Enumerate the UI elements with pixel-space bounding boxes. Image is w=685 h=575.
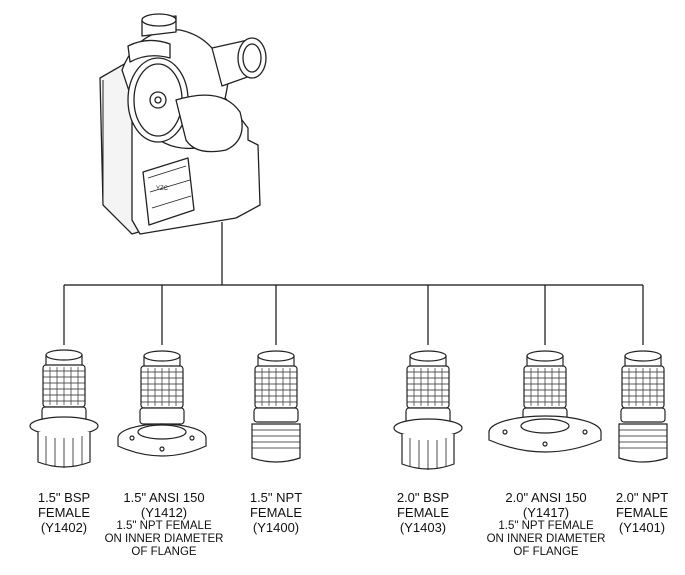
ansi-flange-fitting-icon — [488, 350, 602, 453]
fitting-note-line: OF FLANGE — [513, 546, 579, 558]
npt-female-fitting-icon — [618, 350, 668, 463]
fitting-size: 2.0" NPT — [615, 490, 669, 505]
fitting-label: 2.0" NPT FEMALE (Y1401) — [600, 490, 684, 535]
fitting-size: 1.5" BSP — [37, 490, 91, 505]
fitting-note-line: OF FLANGE — [131, 546, 197, 558]
fitting-code: (Y1417) — [522, 505, 570, 520]
fitting-note-line: ON INNER DIAMETER — [104, 533, 224, 545]
fitting-label: 1.5" ANSI 150 (Y1412) 1.5" NPT FEMALE ON… — [92, 490, 236, 559]
fitting-note-line: ON INNER DIAMETER — [486, 533, 606, 545]
bsp-female-fitting-icon — [393, 350, 463, 470]
fitting-note-line: 1.5" NPT FEMALE — [116, 520, 212, 532]
npt-female-fitting-icon — [251, 350, 301, 463]
pump-unit-illustration: YZC — [99, 13, 267, 235]
fitting-label: 1.5" NPT FEMALE (Y1400) — [226, 490, 326, 535]
fitting-size: 2.0" BSP — [396, 490, 450, 505]
fitting-type: FEMALE — [37, 505, 90, 520]
fitting-type: FEMALE — [249, 505, 302, 520]
fitting-label: 1.5" BSP FEMALE (Y1402) — [14, 490, 114, 535]
fitting-code: (Y1400) — [252, 520, 300, 535]
connector-lines — [63, 222, 644, 345]
fitting-size: 1.5" NPT — [249, 490, 303, 505]
bsp-female-fitting-icon — [29, 349, 99, 468]
fitting-code: (Y1402) — [40, 520, 88, 535]
ansi-flange-fitting-icon — [117, 350, 207, 457]
fitting-code: (Y1401) — [618, 520, 666, 535]
fitting-label: 2.0" ANSI 150 (Y1417) 1.5" NPT FEMALE ON… — [474, 490, 618, 559]
fitting-size: 1.5" ANSI 150 — [123, 490, 205, 505]
fitting-code: (Y1412) — [140, 505, 188, 520]
fitting-size: 2.0" ANSI 150 — [505, 490, 587, 505]
fitting-code: (Y1403) — [399, 520, 447, 535]
fitting-type: FEMALE — [615, 505, 668, 520]
fitting-label: 2.0" BSP FEMALE (Y1403) — [373, 490, 473, 535]
fitting-note-line: 1.5" NPT FEMALE — [498, 520, 594, 532]
fitting-type: FEMALE — [396, 505, 449, 520]
svg-text:YZC: YZC — [156, 186, 169, 192]
